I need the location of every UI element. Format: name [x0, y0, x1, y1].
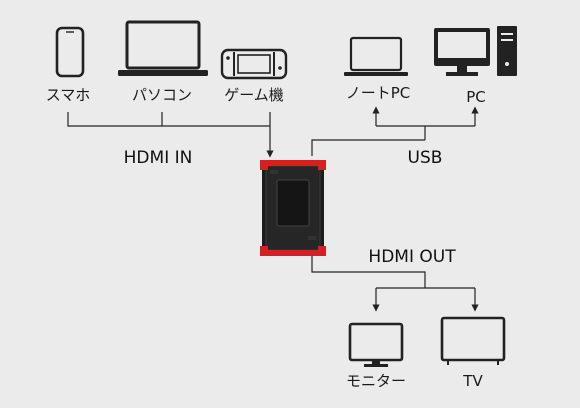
hdmi-in-label: HDMI IN [123, 148, 193, 168]
hdmi-out-label: HDMI OUT [368, 247, 456, 267]
notebook-pc-icon [344, 36, 408, 76]
device-label-tv: TV [463, 372, 483, 390]
device-label-notebook-pc: ノートPC [345, 84, 411, 102]
device-label-smartphone: スマホ [45, 86, 91, 104]
game-console-icon [220, 48, 288, 80]
smartphone-icon [55, 26, 85, 78]
hdmi-out-lines [311, 256, 479, 312]
desktop-pc-icon [434, 26, 517, 76]
device-label-desktop-pc: PC [466, 88, 486, 106]
hdmi-in-lines [67, 112, 274, 158]
laptop-icon [118, 20, 208, 76]
usb-lines [311, 106, 479, 156]
device-label-pc: パソコン [131, 86, 193, 104]
tv-icon [440, 316, 506, 365]
capture-box-icon [260, 160, 326, 256]
device-label-game-console: ゲーム機 [224, 86, 284, 104]
usb-label: USB [407, 148, 443, 168]
device-label-monitor: モニター [345, 372, 407, 390]
monitor-icon [348, 322, 404, 367]
